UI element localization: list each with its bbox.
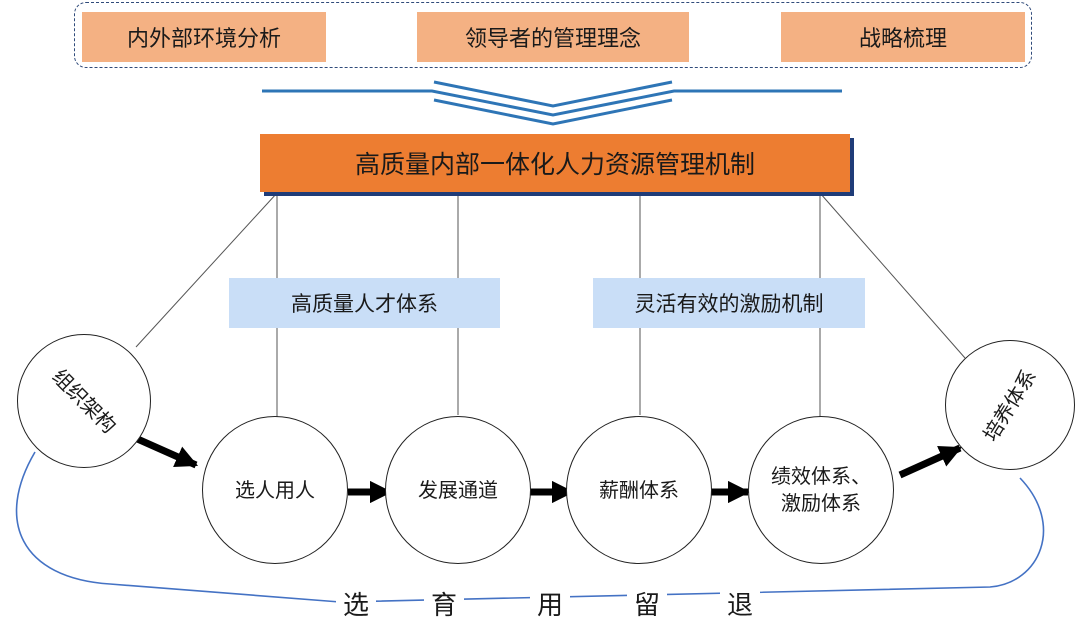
cycle-step-select: 选	[336, 583, 376, 623]
arrow-performance-to-training	[898, 444, 963, 479]
pillar-incentive-mechanism: 灵活有效的激励机制	[593, 278, 865, 328]
cycle-step-retain: 留	[627, 583, 667, 623]
stage-development: 发展通道	[385, 416, 531, 564]
factor-leadership-philosophy: 领导者的管理理念	[417, 12, 689, 62]
node-organization-structure: 组织架构	[17, 334, 151, 468]
node-label: 培养体系	[978, 364, 1041, 446]
stage-selection: 选人用人	[202, 416, 348, 564]
cycle-step-cultivate: 育	[424, 583, 464, 623]
arrow-org-to-selection	[131, 433, 199, 469]
cycle-step-use: 用	[530, 583, 570, 623]
chevron-down-icon	[262, 80, 842, 126]
inputs-frame	[74, 2, 1032, 68]
pillar-talent-system: 高质量人才体系	[229, 278, 500, 328]
factor-strategy: 战略梳理	[781, 12, 1025, 62]
stage-compensation: 薪酬体系	[566, 416, 712, 564]
cycle-bracket	[15, 451, 1045, 603]
node-training-system: 培养体系	[945, 340, 1075, 470]
stage-performance-incentive: 绩效体系、 激励体系	[748, 416, 894, 564]
node-label: 组织架构	[47, 363, 122, 438]
factor-environment-analysis: 内外部环境分析	[82, 12, 326, 62]
cycle-step-exit: 退	[720, 583, 760, 623]
flow-arrows	[131, 433, 963, 504]
mechanism-box: 高质量内部一体化人力资源管理机制	[260, 134, 850, 192]
